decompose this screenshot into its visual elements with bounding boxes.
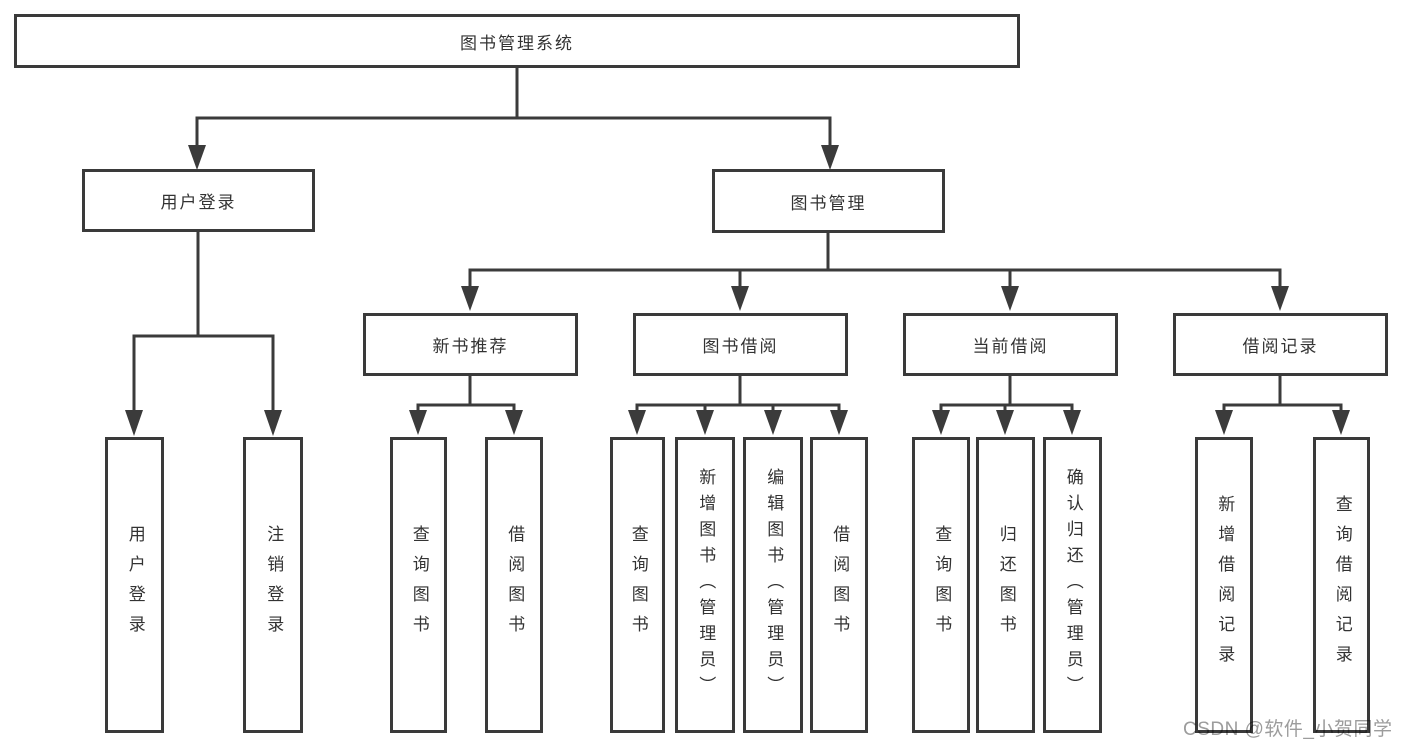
- arrow-down-icon: [505, 410, 523, 435]
- node-user-login: 用户登录: [82, 169, 315, 232]
- node-new-books: 新书推荐: [363, 313, 578, 376]
- node-leaf-add-borrow-record: 新增借阅记录: [1195, 437, 1253, 733]
- node-leaf-return-book: 归还图书: [976, 437, 1035, 733]
- arrow-down-icon: [1215, 410, 1233, 435]
- arrow-down-icon: [830, 410, 848, 435]
- node-leaf-user-login: 用户登录: [105, 437, 164, 733]
- arrow-down-icon: [932, 410, 950, 435]
- arrow-down-icon: [264, 410, 282, 436]
- arrow-down-icon: [1332, 410, 1350, 435]
- node-leaf-borrow-books: 借阅图书: [810, 437, 868, 733]
- arrow-down-icon: [409, 410, 427, 435]
- node-borrow-records: 借阅记录: [1173, 313, 1388, 376]
- connector-current-borrow-children: [932, 376, 1081, 435]
- node-leaf-query-books-current: 查询图书: [912, 437, 970, 733]
- leaf-label: 查询图书: [628, 525, 648, 645]
- arrow-down-icon: [125, 410, 143, 436]
- leaf-label: 注销登录: [264, 525, 284, 645]
- node-leaf-query-books-recommend: 查询图书: [390, 437, 447, 733]
- connector-book-borrow-children: [628, 376, 848, 435]
- node-leaf-query-borrow-record: 查询借阅记录: [1313, 437, 1370, 733]
- leaf-label: 查询借阅记录: [1332, 495, 1352, 675]
- arrow-down-icon: [821, 145, 839, 170]
- arrow-down-icon: [731, 286, 749, 311]
- leaf-label: 用户登录: [125, 525, 145, 645]
- arrow-down-icon: [996, 410, 1014, 435]
- leaf-label: 查询图书: [409, 525, 429, 645]
- node-current-borrow: 当前借阅: [903, 313, 1118, 376]
- leaf-label: 确认归还（管理员）: [1063, 468, 1083, 702]
- leaf-label: 编辑图书（管理员）: [764, 468, 784, 702]
- arrow-down-icon: [188, 145, 206, 170]
- node-book-borrow: 图书借阅: [633, 313, 848, 376]
- arrow-down-icon: [696, 410, 714, 435]
- node-root: 图书管理系统: [14, 14, 1020, 68]
- leaf-label: 新增借阅记录: [1215, 495, 1235, 675]
- connector-borrow-records-children: [1215, 376, 1350, 435]
- node-leaf-confirm-return-admin: 确认归还（管理员）: [1043, 437, 1102, 733]
- node-leaf-edit-book-admin: 编辑图书（管理员）: [743, 437, 803, 733]
- node-leaf-logout: 注销登录: [243, 437, 303, 733]
- node-leaf-borrow-books-recommend: 借阅图书: [485, 437, 543, 733]
- node-leaf-add-book-admin: 新增图书（管理员）: [675, 437, 735, 733]
- leaf-label: 借阅图书: [830, 525, 850, 645]
- leaf-label: 归还图书: [996, 525, 1016, 645]
- connector-book-mgmt-to-level3: [461, 233, 1289, 311]
- arrow-down-icon: [1063, 410, 1081, 435]
- arrow-down-icon: [1001, 286, 1019, 311]
- arrow-down-icon: [628, 410, 646, 435]
- arrow-down-icon: [764, 410, 782, 435]
- leaf-label: 新增图书（管理员）: [696, 468, 716, 702]
- arrow-down-icon: [461, 286, 479, 311]
- connector-new-books-children: [409, 376, 523, 435]
- node-leaf-query-books-borrow: 查询图书: [610, 437, 665, 733]
- connector-user-login-children: [125, 232, 282, 436]
- node-book-mgmt: 图书管理: [712, 169, 945, 233]
- connector-root-to-level2: [188, 68, 839, 170]
- arrow-down-icon: [1271, 286, 1289, 311]
- csdn-watermark: CSDN @软件_小贺同学: [1183, 719, 1393, 740]
- leaf-label: 借阅图书: [505, 525, 525, 645]
- leaf-label: 查询图书: [932, 525, 952, 645]
